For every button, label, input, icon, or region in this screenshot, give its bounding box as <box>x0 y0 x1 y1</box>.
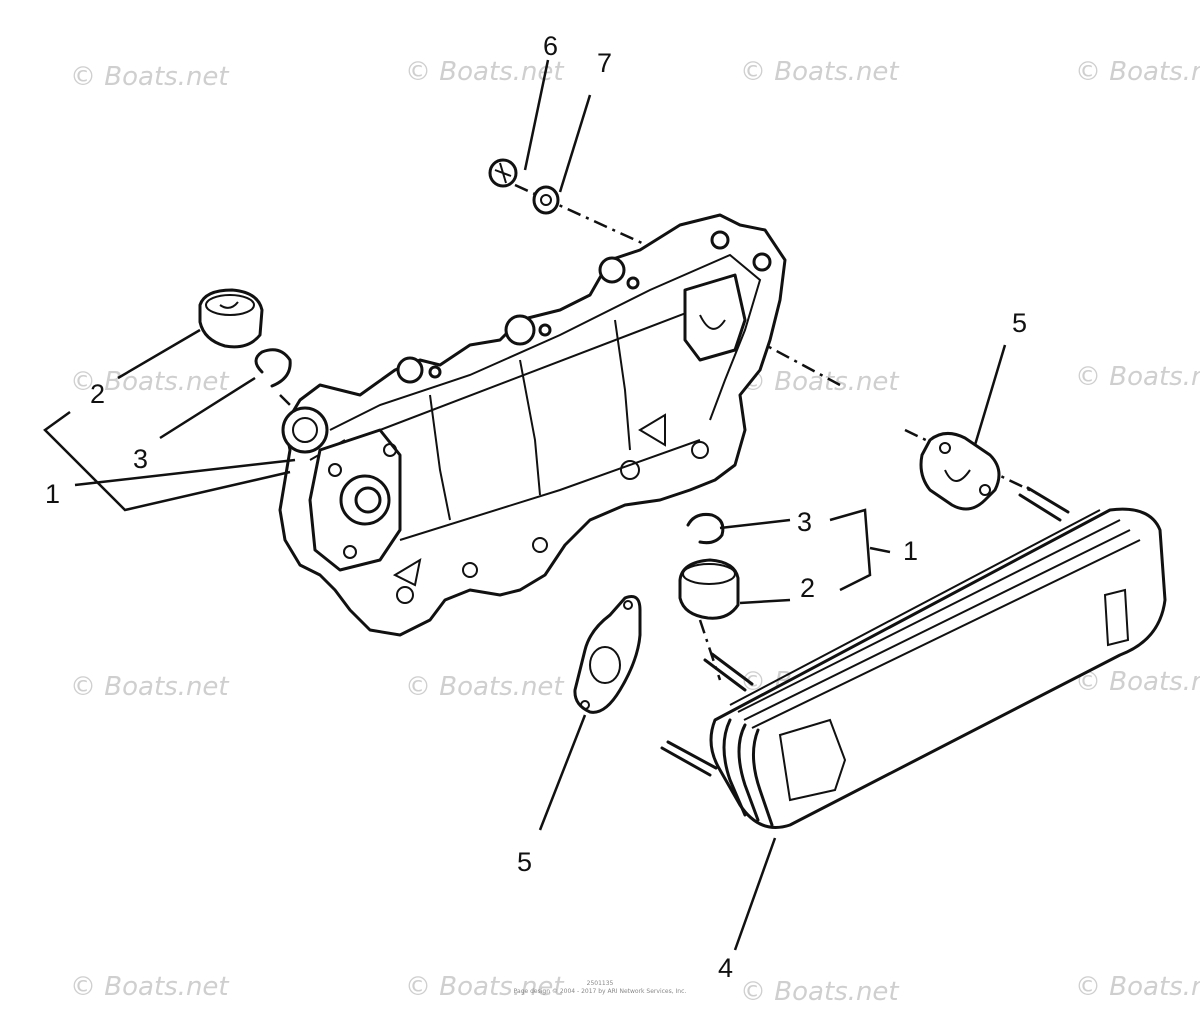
watermark: © Boats.net <box>1075 362 1200 392</box>
manifold-cover <box>278 213 787 637</box>
callout-label: 5 <box>517 847 532 877</box>
watermark: © Boats.net <box>1075 972 1200 1002</box>
watermark: © Boats.net <box>70 367 229 397</box>
watermark: © Boats.net <box>1075 57 1200 87</box>
gasket-bottom <box>573 595 642 714</box>
gasket-right <box>919 432 1001 511</box>
watermark: © Boats.net <box>70 62 229 92</box>
callout-label: 1 <box>45 479 60 509</box>
callout-label: 6 <box>543 31 558 61</box>
leader-lines <box>43 59 1007 951</box>
watermark: © Boats.net <box>405 57 564 87</box>
callout-label: 1 <box>903 536 918 566</box>
watermark: © Boats.net <box>405 972 564 1002</box>
watermark: © Boats.net <box>405 672 564 702</box>
watermark-layer: © Boats.net © Boats.net © Boats.net © Bo… <box>70 57 1200 1007</box>
callout-label: 2 <box>800 573 815 603</box>
watermark: © Boats.net <box>740 977 899 1007</box>
watermark: © Boats.net <box>1075 667 1200 697</box>
callout-labels: 2 3 1 6 7 5 3 1 2 5 4 <box>45 31 1027 983</box>
callout-label: 4 <box>718 953 733 983</box>
right-ring-and-cap <box>678 513 740 620</box>
callout-label: 5 <box>1012 308 1027 338</box>
left-cap-and-ring <box>198 288 292 388</box>
callout-label: 3 <box>797 507 812 537</box>
watermark: © Boats.net <box>740 367 899 397</box>
watermark: © Boats.net <box>70 672 229 702</box>
footer-copyright: Page design © 2004 - 2017 by ARI Network… <box>513 988 687 995</box>
callout-label: 2 <box>90 379 105 409</box>
plug-and-washer-top <box>488 158 560 215</box>
callout-label: 7 <box>597 48 612 78</box>
watermark: © Boats.net <box>740 57 899 87</box>
heat-exchanger <box>660 486 1167 829</box>
footer-code: 2501135 <box>586 980 614 987</box>
callout-label: 3 <box>133 444 148 474</box>
watermark: © Boats.net <box>70 972 229 1002</box>
